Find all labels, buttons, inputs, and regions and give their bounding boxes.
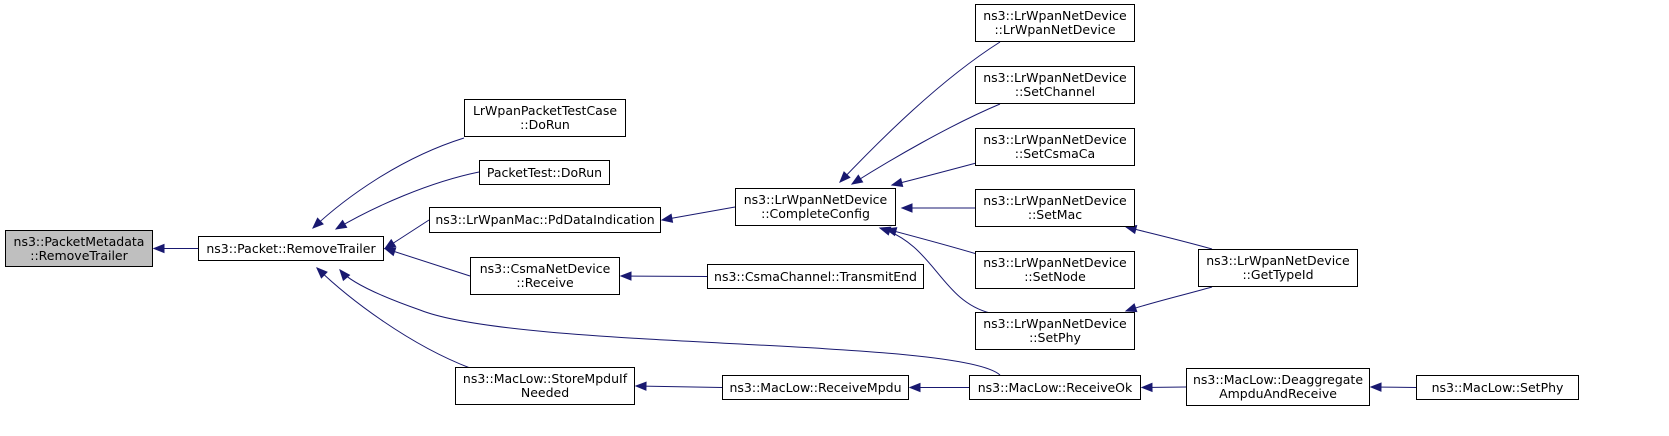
node-lrwpannetdevice-setcsmaca[interactable]: ns3::LrWpanNetDevice::SetCsmaCa	[975, 128, 1135, 166]
node-label-line: ns3::PacketMetadata	[13, 233, 145, 249]
node-label-line: PacketTest::DoRun	[486, 164, 603, 180]
node-csmanetdevice-receive[interactable]: ns3::CsmaNetDevice::Receive	[470, 257, 620, 295]
edge-lrwpanpackettestcase-dorun-to-packet-removetrailer	[312, 137, 465, 229]
edge-lrwpannetdevice-completeconfig-to-lrwpanmac-pddataindication-arrowhead	[660, 213, 674, 223]
edge-lrwpannetdevice-setnode-to-lrwpannetdevice-completeconfig	[885, 228, 981, 256]
edge-lrwpanmac-pddataindication-to-packet-removetrailer-arrowhead	[383, 238, 397, 250]
node-label-line: Needed	[520, 385, 570, 400]
node-label-line: ns3::LrWpanNetDevice	[743, 192, 888, 207]
node-label-line: ns3::MacLow::ReceiveOk	[977, 379, 1133, 395]
node-lrwpannetdevice-setnode[interactable]: ns3::LrWpanNetDevice::SetNode	[975, 251, 1135, 289]
edge-csmachannel-transmitend-to-csmanetdevice-receive-arrowhead	[619, 271, 632, 281]
edge-lrwpannetdevice-ctor-to-lrwpannetdevice-completeconfig-arrowhead	[839, 171, 851, 183]
node-label-line: AmpduAndReceive	[1219, 386, 1337, 401]
edge-lrwpannetdevice-setcsmaca-to-lrwpannetdevice-completeconfig-arrowhead	[890, 177, 904, 188]
node-label-line: ns3::CsmaChannel::TransmitEnd	[714, 268, 917, 284]
node-lrwpannetdevice-setphy[interactable]: ns3::LrWpanNetDevice::SetPhy	[975, 312, 1135, 350]
node-lrwpannetdevice-gettypeid[interactable]: ns3::LrWpanNetDevice::GetTypeId	[1198, 249, 1358, 287]
node-maclow-receivempdu[interactable]: ns3::MacLow::ReceiveMpdu	[722, 375, 909, 400]
node-label-line: ::LrWpanNetDevice	[994, 22, 1116, 37]
node-maclow-setphy[interactable]: ns3::MacLow::SetPhy	[1416, 375, 1579, 400]
node-label-line: ns3::MacLow::Deaggregate	[1192, 372, 1364, 387]
edge-lrwpannetdevice-setphy-to-lrwpannetdevice-completeconfig	[879, 227, 991, 314]
edge-maclow-deaggregateampduandreceive-to-maclow-receiveok-arrowhead	[1140, 382, 1153, 393]
node-label-line: ::Receive	[516, 275, 574, 290]
node-label-line: ns3::LrWpanNetDevice	[983, 193, 1127, 208]
edge-lrwpannetdevice-setchannel-to-lrwpannetdevice-completeconfig-arrowhead	[850, 174, 864, 185]
node-maclow-receiveok[interactable]: ns3::MacLow::ReceiveOk	[969, 375, 1141, 400]
node-label-line: ::DoRun	[520, 117, 570, 132]
node-label-line: ns3::LrWpanNetDevice	[983, 8, 1127, 23]
node-packettest-dorun[interactable]: PacketTest::DoRun	[479, 160, 610, 185]
edge-lrwpannetdevice-completeconfig-to-lrwpanmac-pddataindication	[661, 206, 736, 221]
node-label-line: ::SetPhy	[1029, 330, 1081, 345]
edge-csmanetdevice-receive-to-packet-removetrailer	[384, 248, 471, 277]
edge-lrwpannetdevice-gettypeid-to-lrwpannetdevice-setmac	[1125, 226, 1213, 250]
edge-lrwpannetdevice-setmac-to-lrwpannetdevice-completeconfig-arrowhead	[900, 203, 913, 213]
edge-packettest-dorun-to-packet-removetrailer	[335, 171, 480, 230]
edge-maclow-receivempdu-to-maclow-storempduifneeded-arrowhead	[634, 381, 647, 391]
node-label-line: ns3::CsmaNetDevice	[479, 261, 611, 276]
node-label-line: ns3::MacLow::StoreMpduIf	[462, 371, 628, 386]
edge-maclow-receivempdu-to-maclow-storempduifneeded	[635, 385, 723, 388]
node-label-line: ns3::LrWpanNetDevice	[983, 132, 1127, 147]
node-label-line: ns3::LrWpanNetDevice	[983, 316, 1127, 331]
node-lrwpannetdevice-ctor[interactable]: ns3::LrWpanNetDevice::LrWpanNetDevice	[975, 4, 1135, 42]
edge-lrwpannetdevice-setchannel-to-lrwpannetdevice-completeconfig	[851, 103, 1001, 185]
node-lrwpannetdevice-setmac[interactable]: ns3::LrWpanNetDevice::SetMac	[975, 189, 1135, 227]
node-label-line: ns3::LrWpanNetDevice	[983, 70, 1127, 85]
node-label-line: ns3::MacLow::ReceiveMpdu	[729, 379, 902, 395]
node-label-line: ns3::LrWpanNetDevice	[1206, 253, 1350, 268]
node-label-line: ::SetCsmaCa	[1014, 146, 1096, 161]
edge-maclow-setphy-to-maclow-deaggregateampduandreceive-arrowhead	[1369, 382, 1382, 392]
node-label-line: LrWpanPacketTestCase	[472, 103, 618, 118]
node-lrwpannetdevice-completeconfig[interactable]: ns3::LrWpanNetDevice::CompleteConfig	[735, 188, 896, 226]
node-label-line: ::SetNode	[1024, 269, 1086, 284]
edge-lrwpannetdevice-gettypeid-to-lrwpannetdevice-setphy	[1125, 286, 1213, 312]
edge-maclow-storempduifneeded-to-packet-removetrailer	[316, 267, 471, 369]
edge-packettest-dorun-to-packet-removetrailer-arrowhead	[334, 219, 348, 230]
node-lrwpanmac-pddataindication[interactable]: ns3::LrWpanMac::PdDataIndication	[429, 207, 661, 233]
node-label-line: ns3::LrWpanNetDevice	[983, 255, 1127, 270]
edge-lrwpannetdevice-setcsmaca-to-lrwpannetdevice-completeconfig	[891, 161, 981, 186]
edge-maclow-receiveok-to-packet-removetrailer	[339, 269, 1001, 376]
node-label-line: ::RemoveTrailer	[30, 247, 128, 263]
edge-lrwpannetdevice-setphy-to-lrwpannetdevice-completeconfig-arrowhead	[878, 226, 892, 236]
node-packet-removetrailer[interactable]: ns3::Packet::RemoveTrailer	[198, 236, 384, 261]
edge-maclow-receiveok-to-maclow-receivempdu-arrowhead	[908, 382, 921, 393]
node-label-line: ns3::LrWpanMac::PdDataIndication	[435, 212, 655, 227]
node-label-line: ::GetTypeId	[1242, 267, 1314, 282]
node-label-line: ::SetMac	[1027, 207, 1083, 222]
edge-lrwpanpackettestcase-dorun-to-packet-removetrailer-arrowhead	[312, 217, 324, 229]
edge-csmachannel-transmitend-to-csmanetdevice-receive	[620, 275, 708, 277]
node-label-line: ns3::MacLow::SetPhy	[1431, 379, 1564, 395]
node-label-line: ns3::Packet::RemoveTrailer	[206, 240, 376, 256]
edge-lrwpannetdevice-ctor-to-lrwpannetdevice-completeconfig	[839, 41, 1001, 183]
node-label-line: ::CompleteConfig	[761, 206, 870, 221]
node-csmachannel-transmitend[interactable]: ns3::CsmaChannel::TransmitEnd	[707, 264, 924, 289]
edge-lrwpannetdevice-gettypeid-to-lrwpannetdevice-setphy-arrowhead	[1124, 303, 1138, 313]
edge-maclow-receiveok-to-packet-removetrailer-arrowhead	[339, 268, 351, 282]
node-label-line: ::SetChannel	[1014, 84, 1096, 99]
node-lrwpannetdevice-setchannel[interactable]: ns3::LrWpanNetDevice::SetChannel	[975, 66, 1135, 104]
node-lrwpanpackettestcase-dorun[interactable]: LrWpanPacketTestCase::DoRun	[464, 99, 626, 137]
node-root: ns3::PacketMetadata::RemoveTrailer	[5, 230, 153, 267]
edge-maclow-storempduifneeded-to-packet-removetrailer-arrowhead	[316, 267, 328, 279]
edge-csmanetdevice-receive-to-packet-removetrailer-arrowhead	[383, 247, 397, 257]
edge-packet-removetrailer-to-root-arrowhead	[152, 243, 165, 254]
